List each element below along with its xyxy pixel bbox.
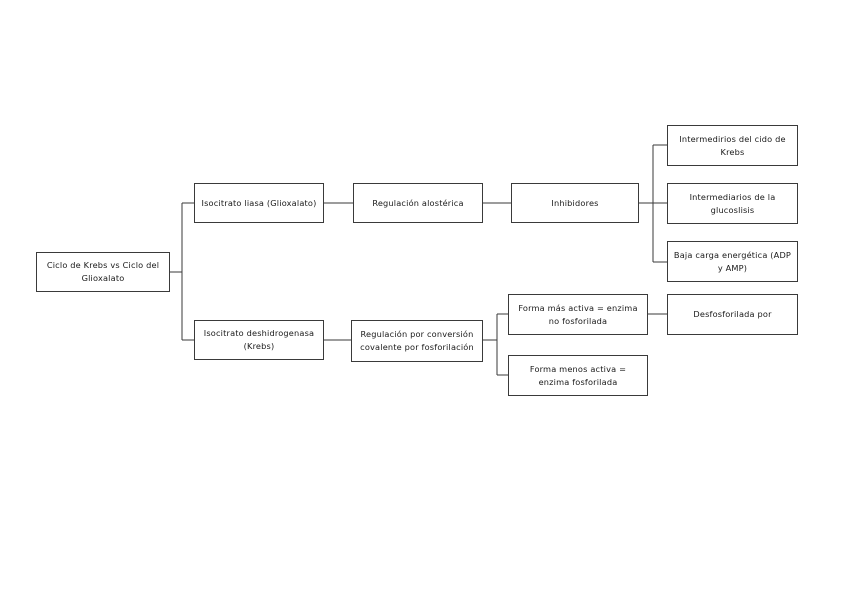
- node-inhibidores-label: Inhibidores: [551, 197, 599, 208]
- node-forma-mas-activa[interactable]: Forma más activa = enzima no fosforilada: [508, 294, 648, 335]
- node-forma-menos-activa[interactable]: Forma menos activa = enzima fosforilada: [508, 355, 648, 396]
- node-regulacion-covalente-label: Regulación por conversión covalente por …: [360, 329, 474, 352]
- node-intermediarios-glucolisis[interactable]: Intermediarios de la glucoslisis: [667, 183, 798, 224]
- node-regulacion-alosterica-label: Regulación alostérica: [372, 197, 464, 208]
- node-forma-menos-activa-label: Forma menos activa = enzima fosforilada: [529, 363, 627, 387]
- node-isocitrato-deshidrogenasa[interactable]: Isocitrato deshidrogenasa (Krebs): [194, 320, 324, 360]
- node-desfosforilada-por[interactable]: Desfosforilada por: [667, 294, 798, 335]
- node-baja-carga-energetica-label: Baja carga energética (ADP y AMP): [673, 249, 792, 273]
- node-intermedios-krebs[interactable]: Intermedirios del cido de Krebs: [667, 125, 798, 166]
- node-desfosforilada-por-label: Desfosforilada por: [693, 309, 772, 320]
- node-intermediarios-glucolisis-label: Intermediarios de la glucoslisis: [689, 191, 776, 215]
- node-intermedios-krebs-label: Intermedirios del cido de Krebs: [679, 133, 786, 157]
- node-isocitrato-deshidrogenasa-label: Isocitrato deshidrogenasa (Krebs): [203, 328, 315, 351]
- node-baja-carga-energetica[interactable]: Baja carga energética (ADP y AMP): [667, 241, 798, 282]
- node-regulacion-covalente[interactable]: Regulación por conversión covalente por …: [351, 320, 483, 362]
- node-isocitrato-liasa[interactable]: Isocitrato liasa (Glioxalato): [194, 183, 324, 223]
- node-isocitrato-liasa-label: Isocitrato liasa (Glioxalato): [201, 197, 317, 208]
- node-inhibidores[interactable]: Inhibidores: [511, 183, 639, 223]
- node-root-label: Ciclo de Krebs vs Ciclo del Glioxalato: [46, 260, 160, 283]
- node-forma-mas-activa-label: Forma más activa = enzima no fosforilada: [518, 302, 638, 326]
- node-root[interactable]: Ciclo de Krebs vs Ciclo del Glioxalato: [36, 252, 170, 292]
- node-regulacion-alosterica[interactable]: Regulación alostérica: [353, 183, 483, 223]
